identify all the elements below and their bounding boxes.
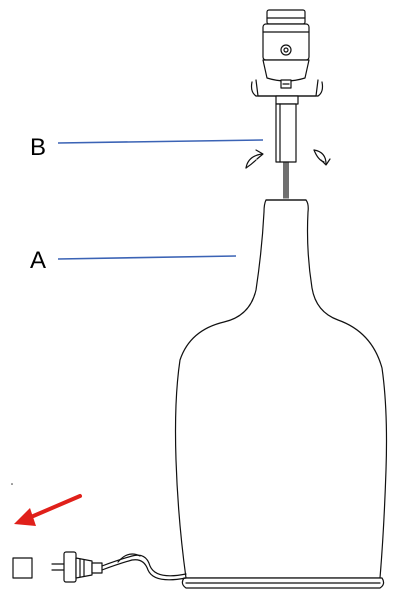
callout-b: B [30, 134, 264, 161]
label-a: A [30, 247, 46, 274]
outlet-box-icon [12, 557, 33, 579]
harp-saddle [250, 79, 324, 105]
red-arrow-icon [14, 494, 82, 526]
speck-mark [11, 483, 13, 485]
leader-line-b [57, 139, 264, 144]
power-cord [101, 553, 187, 581]
part-b-rod [275, 103, 297, 199]
leader-line-a [57, 255, 237, 260]
label-b: B [30, 134, 46, 161]
rotate-left-icon [245, 149, 264, 169]
plug-icon [51, 551, 103, 583]
lamp-socket [262, 9, 310, 89]
part-a-lamp-body [174, 199, 388, 589]
callout-a: A [30, 247, 237, 274]
rotate-right-icon [313, 149, 331, 166]
